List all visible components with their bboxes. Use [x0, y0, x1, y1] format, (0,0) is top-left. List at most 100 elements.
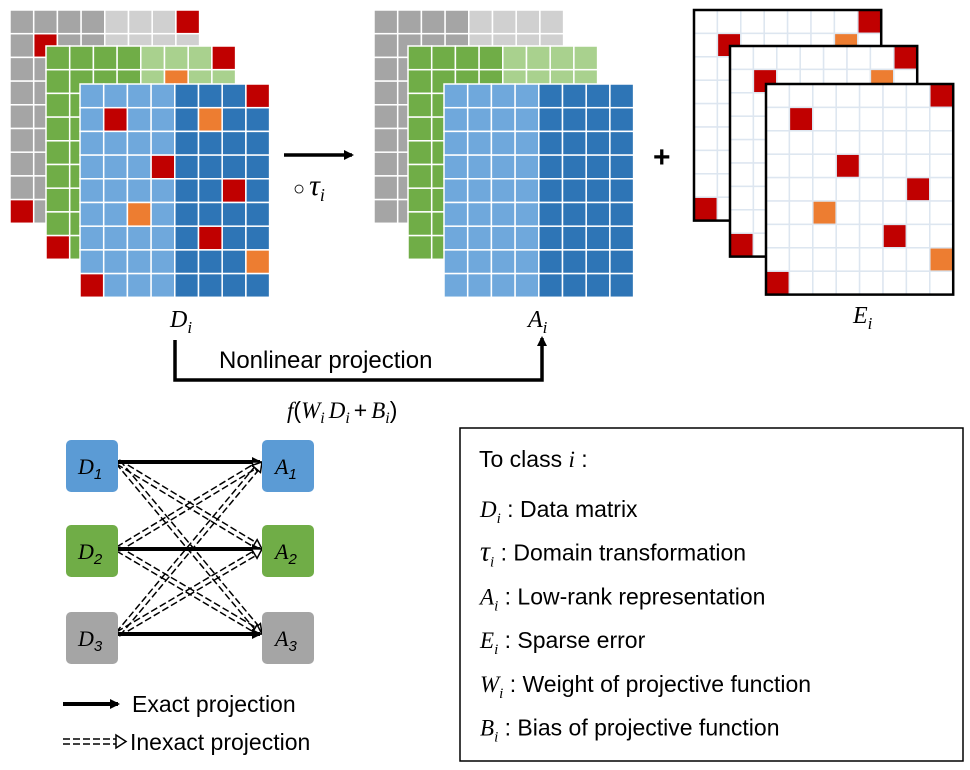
inexact-edge	[119, 459, 260, 627]
matrix-grids	[9, 8, 955, 299]
matrix-cell	[929, 270, 954, 296]
matrix-cell	[104, 9, 130, 35]
matrix-cell	[882, 223, 908, 249]
matrix-cell	[45, 187, 71, 213]
matrix-cell	[693, 126, 719, 152]
matrix-cell	[514, 272, 540, 299]
matrix-cell	[443, 225, 469, 251]
matrix-cell	[538, 178, 564, 204]
matrix-cell	[221, 225, 247, 251]
matrix-cell	[788, 247, 814, 272]
matrix-cell	[729, 45, 755, 71]
matrix-cell	[490, 272, 516, 299]
info-box	[459, 427, 964, 762]
matrix-cell	[515, 9, 541, 35]
matrix-cell	[221, 178, 247, 204]
info-item: Ai : Low-rank representation	[478, 583, 765, 614]
matrix-cell	[373, 198, 399, 225]
matrix-cell	[79, 130, 105, 156]
matrix-cell	[407, 211, 433, 237]
matrix-cell	[514, 130, 540, 156]
matrix-cell	[151, 9, 177, 35]
info-box-title: To class i :	[479, 446, 588, 472]
matrix-cell	[609, 272, 635, 299]
matrix-cell	[245, 130, 271, 156]
info-item-symbol: A	[478, 584, 495, 609]
matrix-cell	[765, 200, 791, 226]
matrix-cell	[812, 153, 837, 179]
matrix-cell	[478, 45, 504, 71]
info-item-symbol: E	[479, 628, 494, 653]
matrix-cell	[174, 106, 200, 133]
matrix-cell	[174, 201, 200, 227]
matrix-cell	[810, 9, 836, 35]
matrix-cell	[9, 198, 35, 225]
matrix-cell	[45, 163, 71, 189]
matrix-cell	[561, 225, 587, 251]
matrix-cell	[466, 272, 493, 299]
matrix-cell	[163, 45, 189, 71]
matrix-cell	[373, 9, 399, 35]
matrix-cell	[882, 176, 908, 202]
matrix-cell	[430, 45, 457, 71]
matrix-cell	[79, 249, 105, 275]
matrix-cell	[905, 270, 931, 296]
matrix-cell	[905, 247, 931, 272]
projection-edges	[115, 457, 264, 639]
matrix-cell	[443, 272, 469, 299]
d-matrix-blue	[79, 83, 271, 299]
matrix-cell	[454, 45, 480, 71]
info-item-subscript: i	[497, 511, 501, 527]
matrix-cell	[221, 249, 247, 275]
matrix-border	[764, 82, 955, 296]
matrix-cell	[561, 106, 587, 133]
matrix-cell	[609, 106, 635, 133]
matrix-cell	[561, 130, 587, 156]
matrix-cell	[150, 272, 176, 299]
matrix-cell	[245, 201, 271, 227]
matrix-cell	[538, 272, 564, 299]
matrix-cell	[443, 201, 469, 227]
info-item: Ei : Sparse error	[479, 627, 646, 658]
matrix-cell	[858, 130, 884, 155]
matrix-cell	[538, 130, 564, 156]
matrix-cell	[174, 178, 200, 204]
matrix-cell	[693, 79, 719, 105]
matrix-cell	[812, 270, 837, 296]
info-item-symbol: W	[480, 672, 501, 697]
matrix-cell	[150, 178, 176, 204]
matrix-cell	[102, 225, 129, 251]
matrix-cell	[174, 249, 200, 275]
matrix-cell	[765, 223, 791, 249]
matrix-cell	[490, 83, 516, 109]
matrix-cell	[812, 176, 837, 202]
matrix-cell	[539, 9, 565, 35]
matrix-cell	[102, 272, 129, 299]
matrix-cell	[905, 106, 931, 132]
matrix-cell	[407, 92, 433, 118]
matrix-cell	[466, 106, 493, 133]
matrix-cell	[905, 223, 931, 249]
inexact-edge	[115, 466, 256, 633]
matrix-cell	[835, 247, 861, 272]
matrix-cell	[102, 249, 129, 275]
node-d3-label: D3	[77, 626, 103, 655]
matrix-cell	[443, 178, 469, 204]
matrix-cell	[221, 130, 247, 156]
inexact-arrowhead	[250, 548, 264, 560]
matrix-cell	[929, 106, 954, 132]
matrix-cell	[407, 116, 433, 142]
matrix-cell	[514, 83, 540, 109]
inexact-edge	[116, 550, 255, 633]
matrix-cell	[561, 249, 587, 275]
matrix-cell	[765, 83, 791, 109]
matrix-cell	[716, 9, 742, 35]
legend-inexact-label: Inexact projection	[130, 729, 310, 755]
matrix-cell	[693, 149, 719, 175]
node-a3-label: A3	[273, 626, 297, 655]
matrix-cell	[514, 106, 540, 133]
matrix-cell	[609, 154, 635, 180]
matrix-cell	[729, 138, 755, 164]
matrix-cell	[245, 154, 271, 180]
